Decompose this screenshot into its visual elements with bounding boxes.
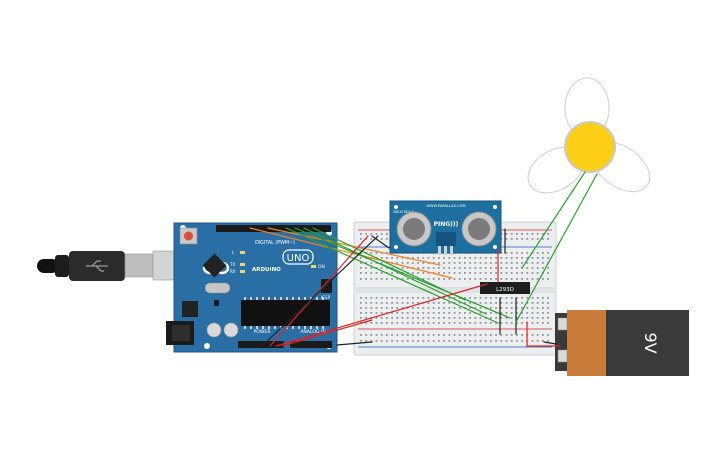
tx-label: TX <box>229 262 235 267</box>
usb-icon <box>86 260 108 272</box>
l293d-motor-driver-chip[interactable]: L293D <box>480 282 530 294</box>
uno-label: UNO <box>287 253 310 264</box>
usb-cable <box>37 250 176 281</box>
wire-green-4[interactable] <box>312 227 466 301</box>
power-label: POWER <box>253 329 271 335</box>
wire-black-sensor-gnd[interactable] <box>261 235 379 347</box>
wire-green-1[interactable] <box>285 227 499 324</box>
ultrasonic-receiver <box>461 211 497 247</box>
capacitor-1 <box>206 322 222 338</box>
dc-motor[interactable] <box>520 77 659 202</box>
on-led <box>311 265 316 268</box>
reset-button[interactable] <box>179 227 198 245</box>
power-pin-header[interactable] <box>238 341 284 348</box>
usb-chip <box>202 253 227 278</box>
l-label: L <box>232 250 235 255</box>
analog-pin-header[interactable] <box>290 341 332 348</box>
wire-green-motor-a[interactable] <box>521 171 586 269</box>
icsp-label: ICSP <box>321 295 331 300</box>
sensor-model-label: PING))) <box>434 221 459 228</box>
wire-black-battery-neg[interactable] <box>543 341 557 345</box>
ping-ultrasonic-sensor[interactable]: WWW.PARALLAX.COM 28015 REV C PING))) <box>389 200 502 255</box>
uno-badge: UNO <box>282 249 314 265</box>
analog-in-label: ANALOG IN <box>300 329 326 335</box>
battery-9v[interactable]: 9V <box>555 310 689 376</box>
wire-orange-echo[interactable] <box>267 227 441 266</box>
rx-label: RX <box>230 269 236 274</box>
wire-orange-trig[interactable] <box>249 227 453 279</box>
wire-red-sensor-vcc[interactable] <box>269 235 369 347</box>
voltage-regulator <box>182 301 198 317</box>
smd-component <box>214 300 219 306</box>
wire-red-rail-bottom[interactable] <box>281 319 373 347</box>
crystal-oscillator <box>204 282 231 294</box>
sensor-site-label: WWW.PARALLAX.COM <box>426 204 465 208</box>
dc-power-jack[interactable] <box>166 321 194 345</box>
wire-red-battery-pos[interactable] <box>526 321 561 347</box>
wire-red-5v-rail[interactable] <box>275 283 488 347</box>
sensor-part-label: 28015 REV C <box>393 210 415 214</box>
on-label: ON <box>318 264 325 270</box>
l293d-label: L293D <box>496 287 514 293</box>
wires <box>249 171 598 347</box>
arduino-uno-board[interactable]: DIGITAL (PWM~) POWER ANALOG IN ARDUINO U… <box>166 222 338 353</box>
ultrasonic-transmitter <box>396 211 432 247</box>
wire-green-2[interactable] <box>294 227 511 319</box>
tx-led <box>240 263 245 266</box>
atmega-microcontroller <box>241 297 330 329</box>
battery-label: 9V <box>641 332 660 353</box>
l-led <box>240 251 245 254</box>
wire-black-gnd-bottom[interactable] <box>336 341 373 346</box>
rx-led <box>240 270 245 273</box>
capacitor-2 <box>223 322 239 338</box>
digital-pin-header[interactable] <box>216 225 331 232</box>
wire-green-3[interactable] <box>303 227 487 315</box>
wire-green-motor-b[interactable] <box>515 173 598 323</box>
arduino-logo-text: ARDUINO <box>252 267 281 273</box>
icsp-header <box>321 279 332 293</box>
digital-pwm-label: DIGITAL (PWM~) <box>255 240 295 246</box>
wire-black-jumper-1[interactable] <box>371 235 390 249</box>
